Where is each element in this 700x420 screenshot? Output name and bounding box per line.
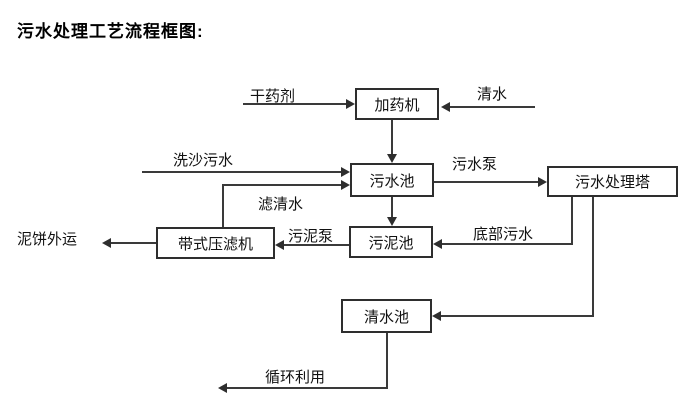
node-treatment-tower: 污水处理塔 <box>547 166 678 197</box>
edge-recycle-hline <box>227 387 388 389</box>
node-dosing-machine-label: 加药机 <box>374 96 420 114</box>
node-clean-water-pool: 清水池 <box>341 299 432 333</box>
edge-dry-agent-line <box>243 103 347 105</box>
node-treatment-tower-label: 污水处理塔 <box>574 174 650 191</box>
edge-dosing-to-sewage-arrowhead-icon <box>387 154 397 163</box>
edge-label-sludge-pump: 污泥泵 <box>288 228 334 245</box>
edge-bottom-sewage-vline <box>571 197 573 245</box>
edge-recycle-arrowhead-icon <box>218 383 227 393</box>
node-sewage-pool-label: 污水池 <box>369 172 415 190</box>
node-clean-water-pool-label: 清水池 <box>363 308 409 326</box>
node-dosing-machine: 加药机 <box>355 88 439 120</box>
edge-label-bottom-sewage: 底部污水 <box>473 226 534 243</box>
edge-label-recycle: 循环利用 <box>265 369 326 386</box>
edge-recycle-vline <box>386 333 388 389</box>
edge-filtered-water-vline <box>222 184 224 227</box>
edge-label-dry-agent: 干药剂 <box>250 88 296 105</box>
edge-bottom-sewage-hline <box>442 243 573 245</box>
edge-label-clean-water: 清水 <box>477 86 508 103</box>
edge-label-filtered-water: 滤清水 <box>258 196 304 213</box>
node-sewage-pool: 污水池 <box>350 163 434 197</box>
edge-bottom-sewage-arrowhead-icon <box>433 239 442 249</box>
edge-sewage-to-sludge-arrowhead-icon <box>387 217 397 226</box>
edge-sand-washing-line <box>142 171 341 173</box>
edge-sludge-pump-line <box>284 244 349 246</box>
edge-mud-cake-arrowhead-icon <box>102 238 111 248</box>
edge-sand-washing-arrowhead-icon <box>341 167 350 177</box>
edge-clean-water-arrowhead-icon <box>441 102 450 112</box>
node-sludge-pool: 污泥池 <box>349 226 433 258</box>
node-belt-filter-press: 带式压滤机 <box>156 227 275 259</box>
edge-filtered-water-arrowhead-icon <box>341 180 350 190</box>
node-sludge-pool-label: 污泥池 <box>368 234 414 252</box>
edge-tower-to-cleanpool-vline <box>592 197 594 317</box>
edge-clean-water-line <box>450 106 535 108</box>
edge-sewage-pump-arrowhead-icon <box>538 177 547 187</box>
edge-sewage-to-sludge-line <box>391 197 393 218</box>
edge-label-sewage-pump: 污水泵 <box>452 156 498 173</box>
edge-dosing-to-sewage-line <box>391 120 393 155</box>
edge-sewage-pump-line <box>434 181 538 183</box>
edge-sludge-pump-arrowhead-icon <box>275 240 284 250</box>
edge-label-sand-washing-sewage: 洗沙污水 <box>173 152 234 169</box>
edge-tower-to-cleanpool-arrowhead-icon <box>432 311 441 321</box>
edge-tower-to-cleanpool-hline <box>441 315 594 317</box>
edge-mud-cake-line <box>111 242 156 244</box>
node-belt-filter-press-label: 带式压滤机 <box>177 235 253 253</box>
edge-label-mud-cake-out: 泥饼外运 <box>17 231 78 248</box>
page-title: 污水处理工艺流程框图: <box>17 22 204 41</box>
edge-dry-agent-arrowhead-icon <box>346 99 355 109</box>
edge-filtered-water-hline <box>222 184 341 186</box>
